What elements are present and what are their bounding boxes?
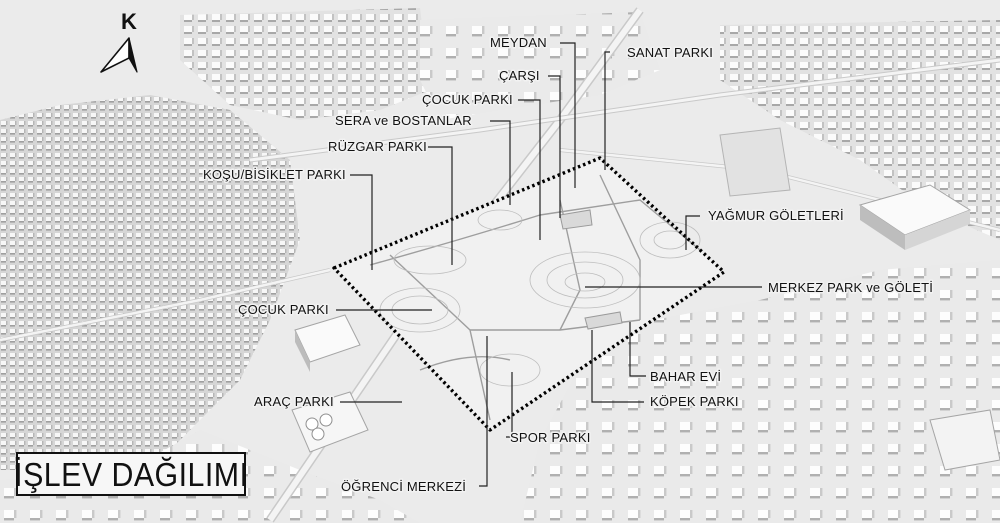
- landmark-buildings: [291, 127, 1000, 471]
- leader-sanat-parki: [604, 51, 610, 66]
- park-area: [334, 158, 724, 430]
- label-cocuk-parki-top: ÇOCUK PARKI: [422, 92, 513, 107]
- leader-cocuk-parki-top: [518, 99, 541, 240]
- label-ruzgar-parki: RÜZGAR PARKI: [328, 139, 427, 154]
- label-kopek-parki: KÖPEK PARKI: [650, 394, 739, 409]
- leader-kosu-bisiklet: [350, 174, 373, 270]
- leader-yagmur-goletleri: [685, 215, 700, 250]
- label-arac-parki: ARAÇ PARKI: [254, 394, 334, 409]
- urban-cluster-top-left: [180, 8, 430, 120]
- label-meydan: MEYDAN: [490, 35, 547, 50]
- urban-fabric-left: [0, 95, 300, 470]
- leader-spor-parki: [506, 372, 513, 438]
- function-labels: MEYDAN SANAT PARKI ÇARŞI ÇOCUK PARKI SER…: [202, 34, 935, 496]
- leader-ruzgar-parki: [428, 146, 453, 265]
- label-yagmur-goletleri: YAĞMUR GÖLETLERİ: [708, 208, 844, 223]
- north-letter: K: [121, 9, 137, 34]
- label-ogrenci-merkezi: ÖĞRENCİ MERKEZİ: [341, 479, 466, 494]
- label-kosu-bisiklet: KOŞU/BİSİKLET PARKI: [203, 167, 346, 182]
- leader-bahar-evi: [629, 322, 646, 377]
- title-box: İŞLEV DAĞILIMI: [13, 452, 249, 496]
- label-sera-bostanlar: SERA ve BOSTANLAR: [335, 113, 472, 128]
- label-sanat-parki: SANAT PARKI: [627, 45, 713, 60]
- north-arrow: K: [100, 9, 138, 73]
- leader-sera-bostanlar: [490, 120, 511, 205]
- label-bahar-evi: BAHAR EVİ: [650, 369, 721, 384]
- leader-carsi: [548, 75, 561, 218]
- leader-lines: [336, 42, 762, 487]
- housing-top-center: [420, 12, 660, 120]
- label-spor-parki: SPOR PARKI: [510, 430, 591, 445]
- leader-kopek-parki: [591, 330, 644, 403]
- label-merkez-park: MERKEZ PARK ve GÖLETİ: [768, 280, 933, 295]
- leader-meydan: [560, 42, 576, 188]
- diagram-title: İŞLEV DAĞILIMI: [13, 455, 249, 493]
- label-carsi: ÇARŞI: [499, 68, 540, 83]
- label-cocuk-parki-left: ÇOCUK PARKI: [238, 302, 329, 317]
- leader-ogrenci-merkezi: [479, 336, 488, 487]
